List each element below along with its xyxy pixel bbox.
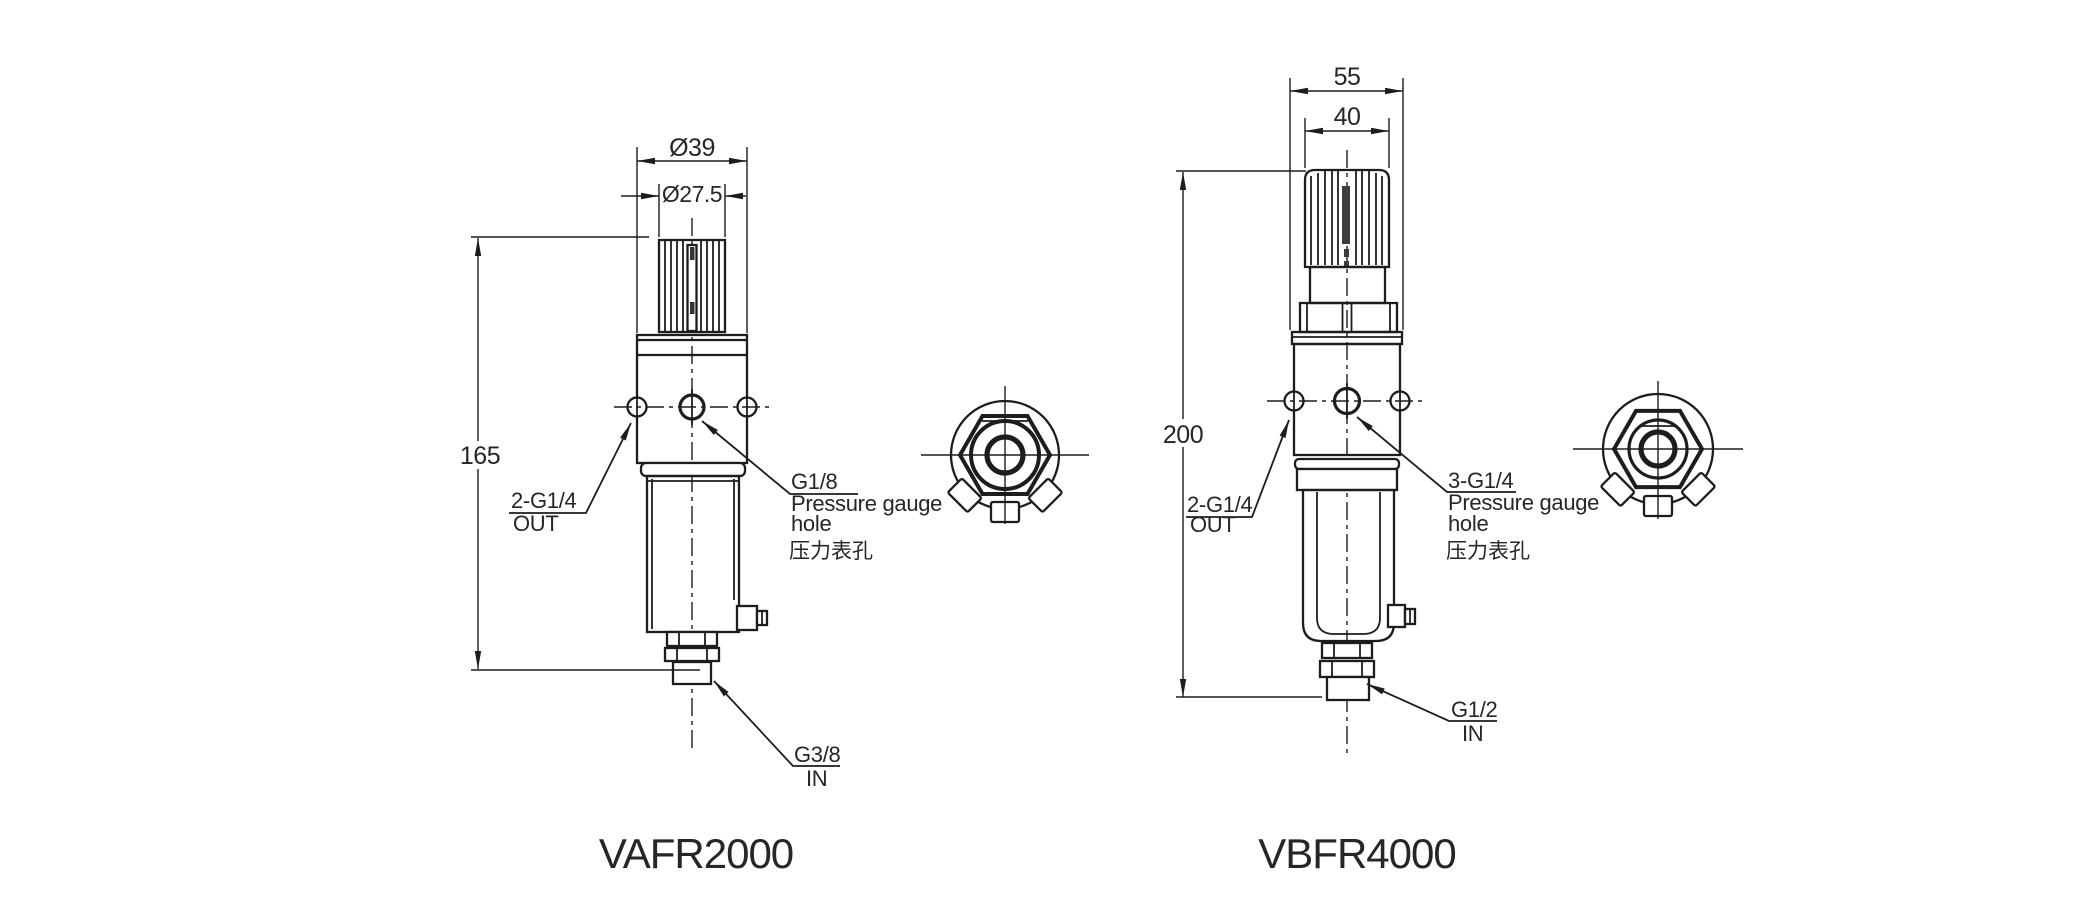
gauge-label-line2: hole xyxy=(1448,511,1488,536)
drain-valve xyxy=(735,604,769,632)
mounting-tabs xyxy=(947,478,1063,524)
out-thread-label: 2-G1/4 xyxy=(1187,492,1253,517)
gauge-port-callout: 3-G1/4 Pressure gauge hole 压力表孔 xyxy=(1356,416,1599,563)
dim-body-width-label: 55 xyxy=(1334,63,1361,91)
vafr2000-front-view: Ø39 Ø27.5 165 2-G1/4 OUT G1/8 Pressure g… xyxy=(456,134,942,877)
gauge-thread-label: 3-G1/4 xyxy=(1448,468,1514,493)
inlet-stud xyxy=(1318,641,1376,702)
gauge-label-cn: 压力表孔 xyxy=(1446,540,1530,563)
in-port-callout: G3/8 IN xyxy=(713,680,841,791)
out-port-callout: 2-G1/4 OUT xyxy=(1186,419,1290,537)
mounting-tabs xyxy=(1600,472,1716,518)
gauge-thread-label: G1/8 xyxy=(791,469,838,494)
drain-valve xyxy=(1386,603,1417,629)
dim-knob-diameter-label: Ø27.5 xyxy=(662,181,722,207)
top-view-centerlines xyxy=(921,386,1089,524)
filter-bowl xyxy=(639,461,747,634)
out-thread-label: 2-G1/4 xyxy=(511,488,577,513)
adjusting-knob xyxy=(657,238,727,334)
out-port-callout: 2-G1/4 OUT xyxy=(509,422,632,536)
gauge-label-line1: Pressure gauge xyxy=(1448,490,1599,515)
vafr2000-top-view xyxy=(921,386,1089,524)
in-port-label: IN xyxy=(806,766,827,791)
dim-knob-width-label: 40 xyxy=(1334,103,1361,131)
model-label-vafr2000: VAFR2000 xyxy=(599,830,793,877)
dim-height-label: 200 xyxy=(1163,421,1203,449)
port-holes xyxy=(1267,383,1427,419)
in-thread-label: G1/2 xyxy=(1451,697,1498,722)
out-port-label: OUT xyxy=(1190,512,1236,537)
gauge-label-line2: hole xyxy=(791,511,831,536)
model-label-vbfr4000: VBFR4000 xyxy=(1258,830,1455,877)
dim-outer-diameter-label: Ø39 xyxy=(669,134,715,162)
in-port-label: IN xyxy=(1462,721,1483,746)
dimension-body-width: 55 xyxy=(1289,63,1404,330)
in-thread-label: G3/8 xyxy=(794,742,841,767)
vbfr4000-top-view xyxy=(1573,381,1743,519)
top-view-centerlines xyxy=(1573,381,1743,519)
dimension-knob-diameter: Ø27.5 xyxy=(621,181,746,237)
dimension-knob-width: 40 xyxy=(1304,103,1390,168)
out-port-label: OUT xyxy=(513,511,559,536)
vbfr4000-front-view: 55 40 200 2-G1/4 OUT 3-G1/4 Pressure gau… xyxy=(1158,63,1599,877)
port-holes xyxy=(614,389,770,425)
dim-height-label: 165 xyxy=(460,442,500,470)
gauge-label-line1: Pressure gauge xyxy=(791,491,942,516)
in-port-callout: G1/2 IN xyxy=(1366,683,1498,746)
gauge-label-cn: 压力表孔 xyxy=(789,540,873,563)
dimension-outer-diameter: Ø39 xyxy=(636,134,748,333)
adjusting-knob xyxy=(1303,168,1391,269)
inlet-stud xyxy=(663,630,721,686)
dimension-height: 200 xyxy=(1158,170,1322,698)
gauge-port-callout: G1/8 Pressure gauge hole 压力表孔 xyxy=(701,420,942,563)
dimension-height: 165 xyxy=(456,236,700,671)
